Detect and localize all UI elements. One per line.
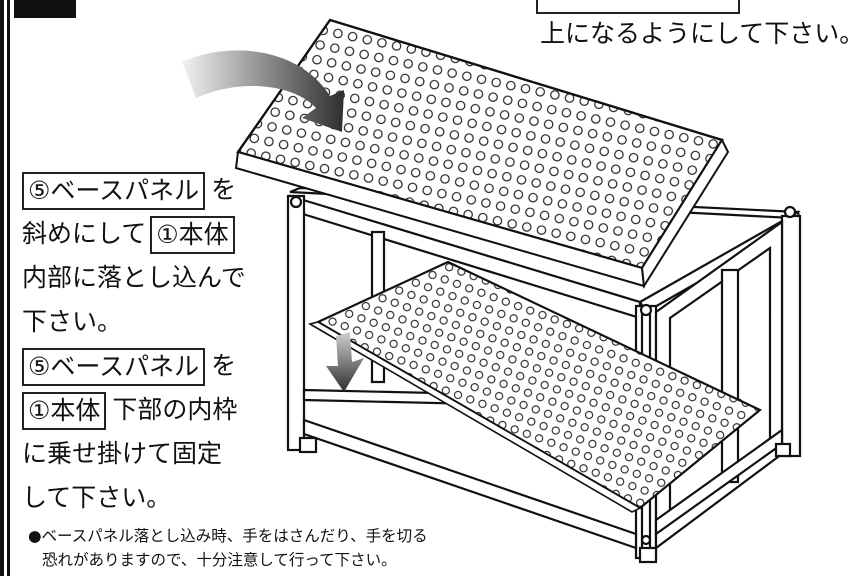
instruction-line: ⑤ベースパネルを [22,168,246,212]
down-arrow-icon [326,332,364,392]
caution-note: ●ベースパネル落とし込み時、手をはさんだり、手を切る 恐れがありますので、十分注… [28,524,428,572]
instruction-line: に乗せ掛けて固定 [22,439,223,468]
caution-line-1: ●ベースパネル落とし込み時、手をはさんだり、手を切る [28,527,428,545]
curved-arrow-icon [182,50,344,132]
instruction-line: ①本体下部の内枠 [22,388,237,432]
top-note: 上になるようにして下さい。 [540,19,853,48]
part-tag-main-body: ①本体 [22,392,107,430]
instruction-text: 斜めにして [22,219,147,248]
top-note-frame [536,0,740,14]
instruction-text: を [211,175,237,204]
instruction-line: ⑤ベースパネルを [22,344,237,388]
instruction-text: 下部の内枠 [112,395,238,424]
upper-base-panel [234,18,730,289]
part-tag-base-panel: ⑤ベースパネル [22,172,206,210]
caution-line-2: 恐れがありますので、十分注意して行って下さい。 [42,551,397,569]
instruction-block-2: ⑤ベースパネルを ①本体下部の内枠 に乗せ掛けて固定 して下さい。 [22,344,237,520]
part-tag-main-body: ①本体 [150,216,235,254]
assembly-illustration [182,18,802,564]
instruction-line: して下さい。 [22,483,172,512]
step-number-box [14,0,76,18]
instruction-line: 下さい。 [22,307,123,336]
instruction-text: を [211,351,237,380]
instruction-line: 内部に落とし込んで [22,263,246,292]
part-tag-base-panel: ⑤ベースパネル [22,348,206,386]
lower-base-panel [307,260,763,513]
left-margin-rule [0,0,10,576]
